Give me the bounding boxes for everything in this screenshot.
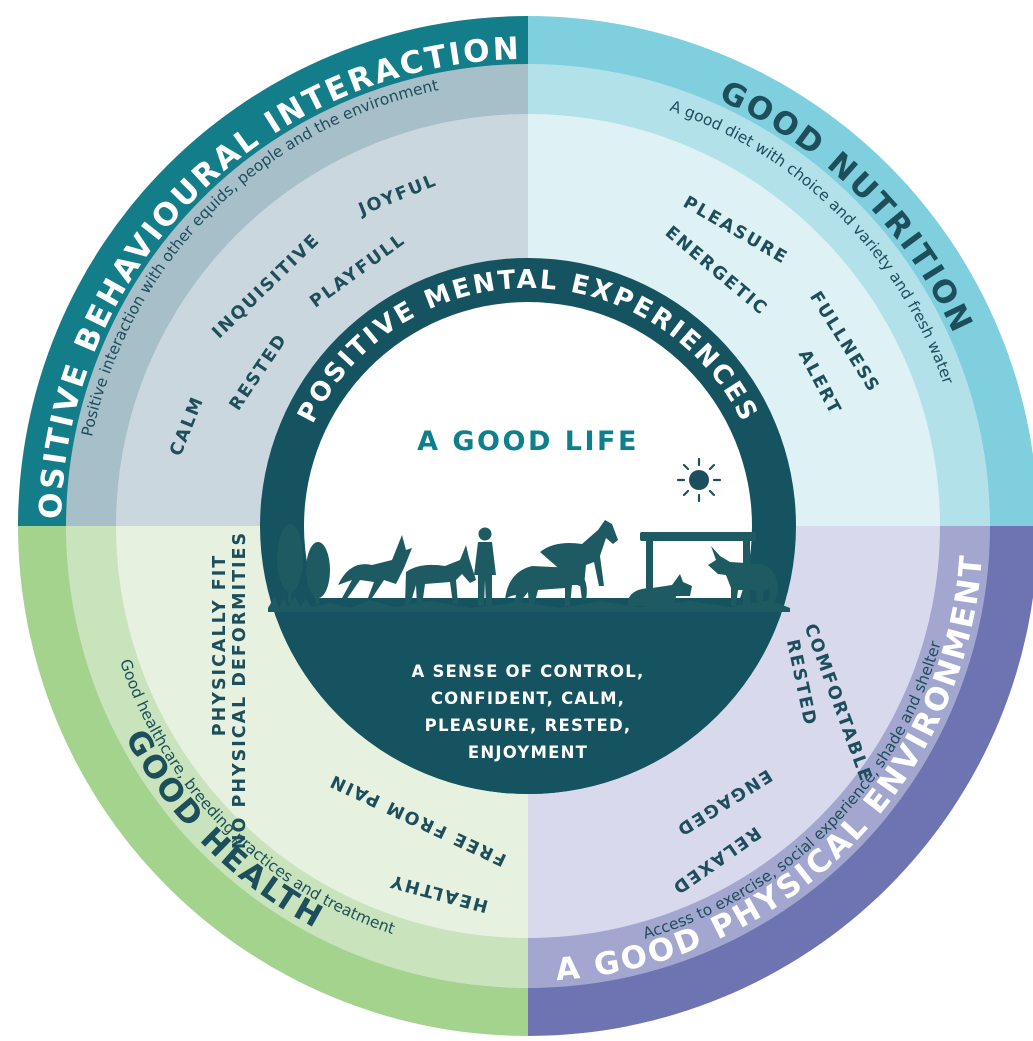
donkey-icon: [628, 574, 692, 606]
donkey-icon: [338, 535, 412, 600]
horse-icon: [540, 520, 618, 586]
donkey-icon: [405, 545, 476, 606]
sense-line-4: ENJOYMENT: [468, 743, 588, 762]
grass-line: [268, 595, 790, 612]
sense-line-2: CONFIDENT, CALM,: [431, 689, 625, 708]
horse-icon: [505, 566, 587, 606]
sense-line-3: PLEASURE, RESTED,: [425, 716, 632, 735]
center-circle: POSITIVE MENTAL EXPERIENCES A GOOD LIFE …: [260, 258, 796, 794]
landscape-silhouette: [268, 520, 790, 612]
sun-icon: [676, 457, 722, 503]
tree-icon: [277, 524, 330, 604]
center-headline: A GOOD LIFE: [417, 426, 639, 457]
person-icon: [474, 527, 496, 606]
center-white-area: [304, 302, 752, 602]
bl-word-physically-fit: PHYSICALLY FIT: [210, 554, 230, 736]
bl-word-no-physical-deformities: NO PHYSICAL DEFORMITIES: [230, 531, 250, 849]
sense-line-1: A SENSE OF CONTROL,: [412, 662, 645, 681]
donkey-icon: [708, 546, 778, 606]
